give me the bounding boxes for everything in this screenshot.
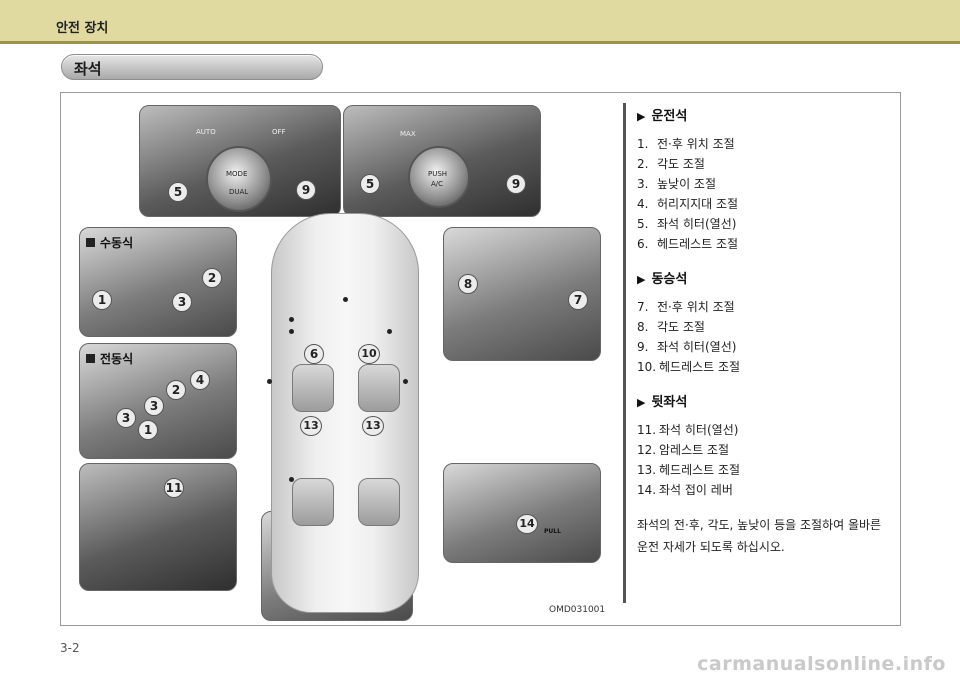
group-rear: 뒷좌석 11.좌석 히터(열선) 12.암레스트 조절 13.헤드레스트 조절 …: [637, 391, 887, 500]
adjustment-note: 좌석의 전·후, 각도, 높낮이 등을 조절하여 올바른 운전 자세가 되도록 …: [637, 514, 887, 558]
callout-3-manual: 3: [172, 292, 192, 312]
rear-door-photo: 11: [79, 463, 237, 591]
callout-2-power: 2: [166, 380, 186, 400]
seat-illustration: AUTO OFF MODE DUAL 5 9 MAX PUSH A/C 5 9: [61, 93, 621, 625]
callout-3-power-a: 3: [144, 396, 164, 416]
front-right-seat: [358, 364, 400, 412]
group-title: 동승석: [637, 268, 887, 287]
manual-seat-label: 수동식: [86, 234, 133, 251]
off-label: OFF: [272, 128, 286, 136]
callout-2-manual: 2: [202, 268, 222, 288]
callout-14: 14: [516, 514, 538, 534]
callout-11: 11: [164, 478, 184, 498]
callout-5-left: 5: [168, 182, 188, 202]
push-label: PUSH: [428, 170, 447, 178]
item-list: 1.전·후 위치 조절 2.각도 조절 3.높낮이 조절 4.허리지지대 조절 …: [637, 134, 887, 254]
chapter-title: 안전 장치: [56, 17, 108, 36]
callout-7: 7: [568, 290, 588, 310]
list-item: 8.각도 조절: [637, 317, 887, 337]
marker-dot: [289, 329, 294, 334]
callout-9-left: 9: [296, 180, 316, 200]
callout-3-power-b: 3: [116, 408, 136, 428]
marker-dot: [289, 317, 294, 322]
section-title: 좌석: [74, 58, 102, 79]
page-number: 3-2: [60, 641, 80, 655]
marker-dot: [343, 297, 348, 302]
marker-dot: [403, 379, 408, 384]
figure-code: OMD031001: [549, 605, 605, 615]
marker-dot: [289, 477, 294, 482]
list-item: 11.좌석 히터(열선): [637, 420, 887, 440]
content-frame: AUTO OFF MODE DUAL 5 9 MAX PUSH A/C 5 9: [60, 92, 901, 626]
max-ac-label: MAX: [400, 130, 416, 138]
rear-right-seat: [358, 478, 400, 526]
divider-rule: [623, 103, 626, 603]
legend-text: 운전석 1.전·후 위치 조절 2.각도 조절 3.높낮이 조절 4.허리지지대…: [637, 105, 887, 558]
callout-10: 10: [358, 344, 380, 364]
climate-panel-left-photo: AUTO OFF MODE DUAL 5 9: [139, 105, 341, 217]
pull-label: PULL: [544, 528, 561, 535]
power-seat-photo: 전동식 4 2 3 3 1: [79, 343, 237, 459]
list-item: 2.각도 조절: [637, 154, 887, 174]
list-item: 4.허리지지대 조절: [637, 194, 887, 214]
mode-label: MODE: [226, 170, 247, 178]
group-passenger: 동승석 7.전·후 위치 조절 8.각도 조절 9.좌석 히터(열선) 10.헤…: [637, 268, 887, 377]
callout-6: 6: [304, 344, 324, 364]
callout-8: 8: [458, 274, 478, 294]
marker-dot: [387, 329, 392, 334]
header-bar: 안전 장치: [0, 0, 960, 44]
power-seat-label: 전동식: [86, 350, 133, 367]
list-item: 3.높낮이 조절: [637, 174, 887, 194]
passenger-seat-photo: 8 7: [443, 227, 601, 361]
temperature-knob: MODE DUAL: [206, 146, 272, 212]
list-item: 13.헤드레스트 조절: [637, 460, 887, 480]
fan-knob: PUSH A/C: [408, 146, 470, 208]
item-list: 7.전·후 위치 조절 8.각도 조절 9.좌석 히터(열선) 10.헤드레스트…: [637, 297, 887, 377]
car-top-view: 6 10 13 13: [271, 213, 419, 613]
section-title-pill: 좌석: [61, 54, 323, 80]
callout-1-power: 1: [138, 420, 158, 440]
marker-dot: [267, 379, 272, 384]
group-title: 운전석: [637, 105, 887, 124]
list-item: 12.암레스트 조절: [637, 440, 887, 460]
list-item: 14.좌석 접이 레버: [637, 480, 887, 500]
auto-label: AUTO: [196, 128, 216, 136]
callout-1-manual: 1: [92, 290, 112, 310]
callout-5-right: 5: [360, 174, 380, 194]
ac-label: A/C: [431, 180, 443, 188]
list-item: 6.헤드레스트 조절: [637, 234, 887, 254]
callout-4-power: 4: [190, 370, 210, 390]
watermark: carmanualsonline.info: [697, 653, 946, 675]
manual-seat-photo: 수동식 2 1 3: [79, 227, 237, 337]
list-item: 9.좌석 히터(열선): [637, 337, 887, 357]
rear-left-seat: [292, 478, 334, 526]
front-left-seat: [292, 364, 334, 412]
item-list: 11.좌석 히터(열선) 12.암레스트 조절 13.헤드레스트 조절 14.좌…: [637, 420, 887, 500]
group-title: 뒷좌석: [637, 391, 887, 410]
dual-label: DUAL: [229, 188, 248, 196]
rear-fold-lever-photo: 14 PULL: [443, 463, 601, 563]
callout-13-right: 13: [362, 416, 384, 436]
list-item: 10.헤드레스트 조절: [637, 357, 887, 377]
group-driver: 운전석 1.전·후 위치 조절 2.각도 조절 3.높낮이 조절 4.허리지지대…: [637, 105, 887, 254]
list-item: 7.전·후 위치 조절: [637, 297, 887, 317]
list-item: 5.좌석 히터(열선): [637, 214, 887, 234]
list-item: 1.전·후 위치 조절: [637, 134, 887, 154]
callout-9-right: 9: [506, 174, 526, 194]
callout-13-left: 13: [300, 416, 322, 436]
climate-panel-right-photo: MAX PUSH A/C 5 9: [343, 105, 541, 217]
